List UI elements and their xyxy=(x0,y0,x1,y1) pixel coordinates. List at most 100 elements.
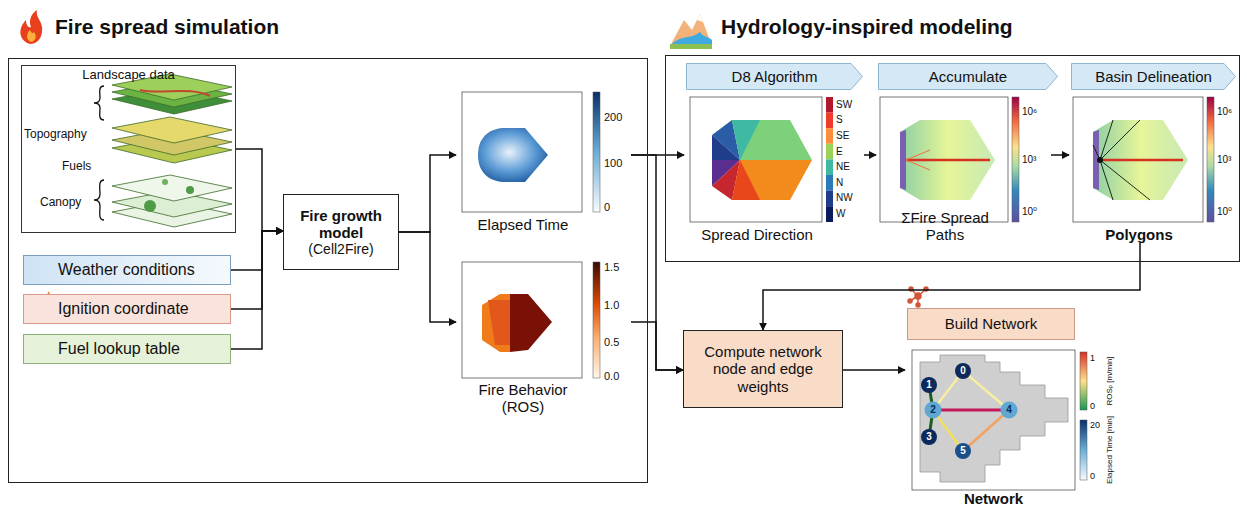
node-title: Accumulate xyxy=(929,68,1007,85)
basin-plot-part xyxy=(1099,159,1183,162)
accumulation-plot-part xyxy=(900,130,906,190)
accumulation-plot-part xyxy=(880,97,1008,222)
network-plot-part xyxy=(1001,402,1018,419)
landscape-layers-part xyxy=(140,90,210,96)
hydrology-icon xyxy=(670,14,712,49)
spread-direction-plot-part-part xyxy=(826,128,833,144)
flow-arrow xyxy=(1051,154,1069,156)
fire-icon-part xyxy=(27,30,36,42)
node-subtitle: (Cell2Fire) xyxy=(308,241,373,257)
spread-direction-plot-part xyxy=(732,160,760,200)
axis-tick-label: 1 xyxy=(1090,354,1095,363)
process-box: Fire growth model(Cell2Fire) xyxy=(283,194,399,270)
node-title: Fire spread simulation xyxy=(55,15,279,39)
elapsed-time-plot-part xyxy=(462,92,582,212)
spread-direction-plot-part xyxy=(826,97,833,222)
axis-tick-label: 20 xyxy=(1090,421,1100,430)
basin-plot-part xyxy=(1207,97,1214,222)
node-title: Basin Delineation xyxy=(1095,68,1212,85)
axis-tick-label: 10⁰ xyxy=(1022,207,1037,217)
landscape-layers-part xyxy=(112,117,232,143)
axis-tick-label: N xyxy=(836,178,843,188)
axis-tick-label: 0 xyxy=(1090,402,1095,411)
node-title: Fuel lookup table xyxy=(58,340,180,358)
node-title: Landscape data xyxy=(22,68,235,83)
basin-plot-part xyxy=(1093,120,1150,200)
flow-arrow xyxy=(231,231,283,309)
axis-tick-label: 10⁰ xyxy=(1217,207,1232,217)
network-node-number: 0 xyxy=(960,366,966,376)
spread-direction-plot-part-part xyxy=(826,144,833,160)
network-plot-part xyxy=(963,371,1009,410)
network-plot-part xyxy=(963,410,1009,451)
network-plot-part xyxy=(912,350,1075,490)
network-icon-part xyxy=(916,303,920,307)
input-box: Ignition coordinate xyxy=(23,294,231,324)
network-plot-part xyxy=(955,363,971,379)
flow-arrow xyxy=(236,149,283,231)
banner-outline xyxy=(687,64,863,90)
banner-outline xyxy=(879,64,1058,90)
axis-tick-label: W xyxy=(836,209,845,219)
ros-plot xyxy=(462,262,600,378)
axis-tick-label: SE xyxy=(836,131,849,141)
spread-direction-plot-part-part xyxy=(826,175,833,191)
node-title: Fire growth model xyxy=(292,207,390,242)
flow-arrow xyxy=(399,232,456,322)
node-title: Spread Direction xyxy=(691,226,823,243)
network-node-number: 1 xyxy=(926,380,932,390)
flow-arrow xyxy=(231,231,283,270)
landscape-layers-part xyxy=(144,200,156,212)
layer-label: Topography xyxy=(24,128,87,140)
step-banner: Basin Delineation xyxy=(1071,63,1236,90)
axis-tick-label: SW xyxy=(836,100,852,110)
flow-arrow xyxy=(864,154,876,156)
network-plot-part xyxy=(1080,420,1087,480)
node-title: Elapsed Time xyxy=(463,216,583,233)
ros-plot-part xyxy=(510,294,552,352)
colorbar-title: ROSₚ [m/min] xyxy=(1106,356,1114,405)
landscape-layers-part xyxy=(162,179,168,185)
axis-tick-label: 0.0 xyxy=(604,371,619,382)
spread-direction-plot-part xyxy=(732,120,812,160)
panel: Fire spread simulationLandscape dataWeat… xyxy=(8,58,648,483)
axis-tick-label: 10³ xyxy=(1022,155,1036,165)
node-title: Weather conditions xyxy=(58,261,195,279)
axis-tick-label: E xyxy=(836,147,843,157)
elapsed-time-plot xyxy=(462,92,600,212)
network-plot xyxy=(912,350,1087,490)
step-banner: D8 Algorithm xyxy=(686,63,863,90)
fire-icon xyxy=(20,10,42,44)
axis-tick-label: S xyxy=(836,115,843,125)
basin-plot-part xyxy=(1073,97,1203,222)
hydrology-icon-part xyxy=(670,44,712,49)
node-title: Compute network node and edge weights xyxy=(692,343,834,395)
axis-tick-label: 200 xyxy=(604,112,622,123)
network-plot-part xyxy=(925,402,942,419)
axis-tick-label: NW xyxy=(836,193,853,203)
accumulation-plot xyxy=(880,97,1019,222)
network-icon-part xyxy=(908,299,912,303)
spread-direction-plot-part-part xyxy=(826,113,833,129)
layer-label: Canopy xyxy=(40,196,81,208)
node-title: D8 Algorithm xyxy=(732,68,818,85)
input-box: Weather conditions xyxy=(23,255,231,285)
axis-tick-label: NE xyxy=(836,162,850,172)
spread-direction-plot-part xyxy=(732,120,760,160)
hydrology-icon-part xyxy=(670,32,712,48)
landscape-layers-part xyxy=(186,186,194,194)
node-title: Hydrology-inspired modeling xyxy=(721,15,1013,39)
panel: Hydrology-inspired modelingD8 AlgorithmA… xyxy=(665,55,1240,262)
plot: Polygons xyxy=(1069,93,1237,243)
spread-direction-plot-part xyxy=(732,160,812,200)
ros-plot-part xyxy=(593,262,600,378)
hydrology-icon-part xyxy=(697,14,703,22)
accumulation-plot-part xyxy=(906,150,930,160)
axis-tick-label: 1.0 xyxy=(604,300,619,311)
network-node-number: 4 xyxy=(1006,405,1012,415)
node-title: Network xyxy=(912,490,1075,507)
axis-tick-label: 10⁶ xyxy=(1022,107,1037,117)
landscape-layers-part xyxy=(112,175,232,201)
network-node-number: 3 xyxy=(926,432,932,442)
